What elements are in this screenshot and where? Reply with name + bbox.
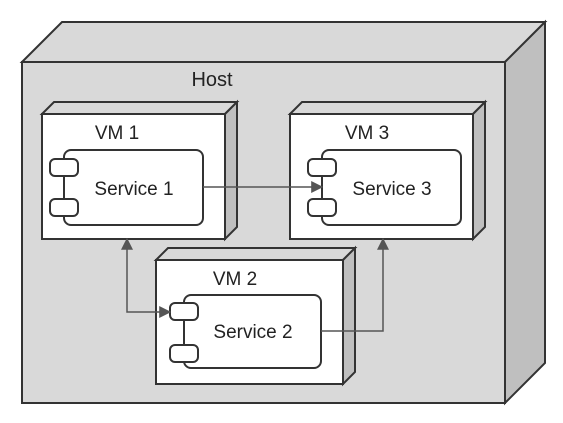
service-component-2: Service 2 [169,294,322,369]
vm3-label: VM 3 [345,123,389,144]
service-3-label: Service 3 [352,179,431,200]
vm-node-vm2: VM 2 Service 2 [153,245,358,387]
vm3-side [472,99,486,242]
vm2-label: VM 2 [213,269,257,290]
vm1-side [224,99,238,242]
service-2-label: Service 2 [213,322,292,343]
service-1-label: Service 1 [94,179,173,200]
vm1-label: VM 1 [95,123,139,144]
connector-service2-vm1 [121,237,172,318]
service-component-1: Service 1 [49,149,204,226]
service-2-port-bottom [169,344,199,363]
service-1-port-bottom [49,198,79,217]
service-3-port-bottom [307,198,337,217]
host-node-top [19,21,548,63]
service-1-port-top [49,158,79,177]
connectors [121,181,389,332]
vm1-top [39,101,240,115]
host-label: Host [191,69,233,91]
vm2-top [153,247,358,261]
service-component-3: Service 3 [307,149,462,226]
vm3-top [287,101,488,115]
vm-node-vm1: VM 1 Service 1 [39,99,240,242]
vm-node-vm3: VM 3 Service 3 [287,99,488,242]
connector-service2-to-vm3 [321,237,389,332]
service-3-port-top [307,158,337,177]
service-2-port-top [169,302,199,321]
vm2-side [342,245,356,387]
host-node-side [504,19,546,406]
